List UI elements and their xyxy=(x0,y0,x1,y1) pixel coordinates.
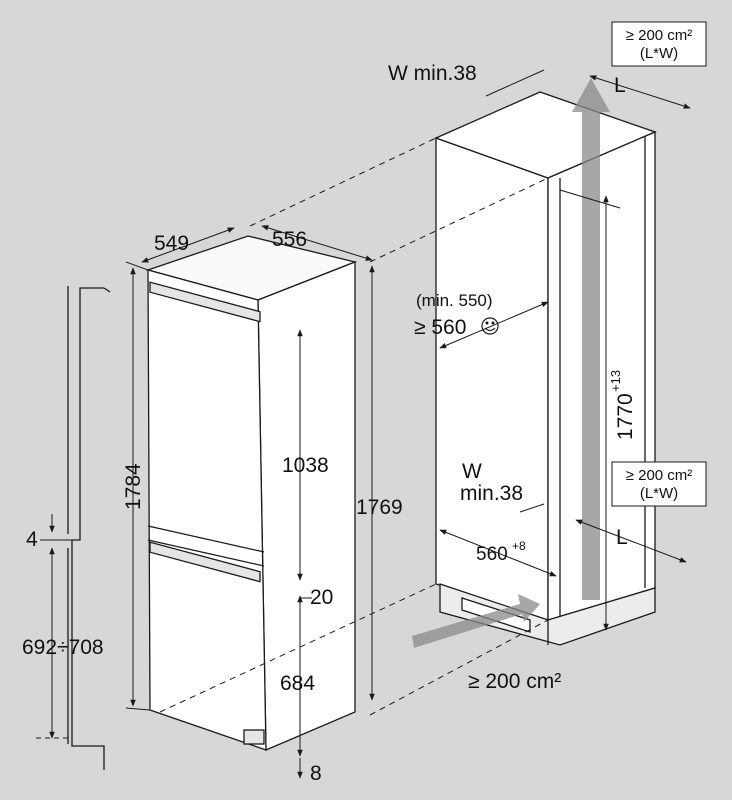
appliance-front xyxy=(147,269,267,751)
dim-ext xyxy=(559,189,621,209)
smiley-mouth xyxy=(484,327,496,332)
niche-cabinet xyxy=(434,91,657,646)
fridge-1038-label: 1038 xyxy=(282,454,329,477)
hinge-bottom xyxy=(243,729,265,745)
door-panel-profile xyxy=(67,286,111,770)
door-panel-outline xyxy=(103,287,111,293)
niche-back-panel xyxy=(547,131,656,621)
dim-top-L xyxy=(589,75,691,109)
l-side-label: L xyxy=(616,526,628,549)
gap-20-label: 20 xyxy=(310,586,333,609)
hinge-middle xyxy=(149,541,261,583)
niche-depth-label: 560 xyxy=(476,544,508,565)
door-gap-4-label: 4 xyxy=(26,528,38,551)
bottom-8-label: 8 xyxy=(310,762,322,785)
area-side-box xyxy=(611,461,707,507)
w-side-label: W xyxy=(462,460,482,483)
dim-niche-width xyxy=(439,301,549,349)
smiley-face xyxy=(481,317,499,335)
niche-height-label: 1770 xyxy=(614,393,637,440)
height-1769-label: 1769 xyxy=(356,496,403,519)
labels: ≥ 200 cm² (L*W) W min.38 L 549 556 (min.… xyxy=(22,21,707,785)
niche-560-label: ≥ 560 xyxy=(414,316,466,339)
smiley-eye xyxy=(485,321,489,325)
height-1784-label: 1784 xyxy=(122,463,145,510)
l-top-label: L xyxy=(614,74,626,97)
projection-lines xyxy=(159,137,549,716)
w-side-min-label: min.38 xyxy=(460,482,523,505)
freezer-684-label: 684 xyxy=(280,672,315,695)
niche-min-550-label: (min. 550) xyxy=(416,291,493,310)
area-top-box xyxy=(611,21,707,67)
dim-side-L xyxy=(575,519,687,563)
dim-549-line xyxy=(141,227,235,263)
smiley-icon xyxy=(481,317,499,335)
area-top-line2: (L*W) xyxy=(640,45,678,62)
dimension-lines xyxy=(36,69,691,779)
door-split xyxy=(147,525,265,553)
dim-top-W xyxy=(485,69,545,97)
dim-side-W xyxy=(519,503,545,513)
smiley-eye xyxy=(491,321,495,325)
dim-ext xyxy=(125,707,151,711)
door-692-708-label: 692÷708 xyxy=(22,636,104,659)
depth-549-label: 549 xyxy=(154,232,189,255)
dim-niche-560 xyxy=(439,529,557,577)
projection-line xyxy=(369,619,549,716)
appliance xyxy=(145,235,358,751)
airflow-up-arrow xyxy=(572,78,610,600)
hinge-top xyxy=(149,281,261,323)
niche-height-tol: +13 xyxy=(608,370,623,392)
w-min-top-label: W min.38 xyxy=(388,62,477,85)
area-side-line1: ≥ 200 cm² xyxy=(626,467,693,484)
dim-ext xyxy=(125,261,149,271)
projection-line xyxy=(249,137,437,227)
area-top-line1: ≥ 200 cm² xyxy=(626,27,693,44)
dim-556-line xyxy=(261,225,373,261)
width-556-label: 556 xyxy=(272,228,307,251)
projection-line xyxy=(159,583,437,713)
niche-depth-tol: +8 xyxy=(512,539,526,553)
door-panel-outline xyxy=(71,287,105,770)
airflow-arrow-icon xyxy=(412,78,610,648)
door-split xyxy=(147,539,265,567)
airflow-in-arrow xyxy=(412,594,540,648)
area-bottom-label: ≥ 200 cm² xyxy=(468,670,561,693)
area-side-line2: (L*W) xyxy=(640,485,678,502)
